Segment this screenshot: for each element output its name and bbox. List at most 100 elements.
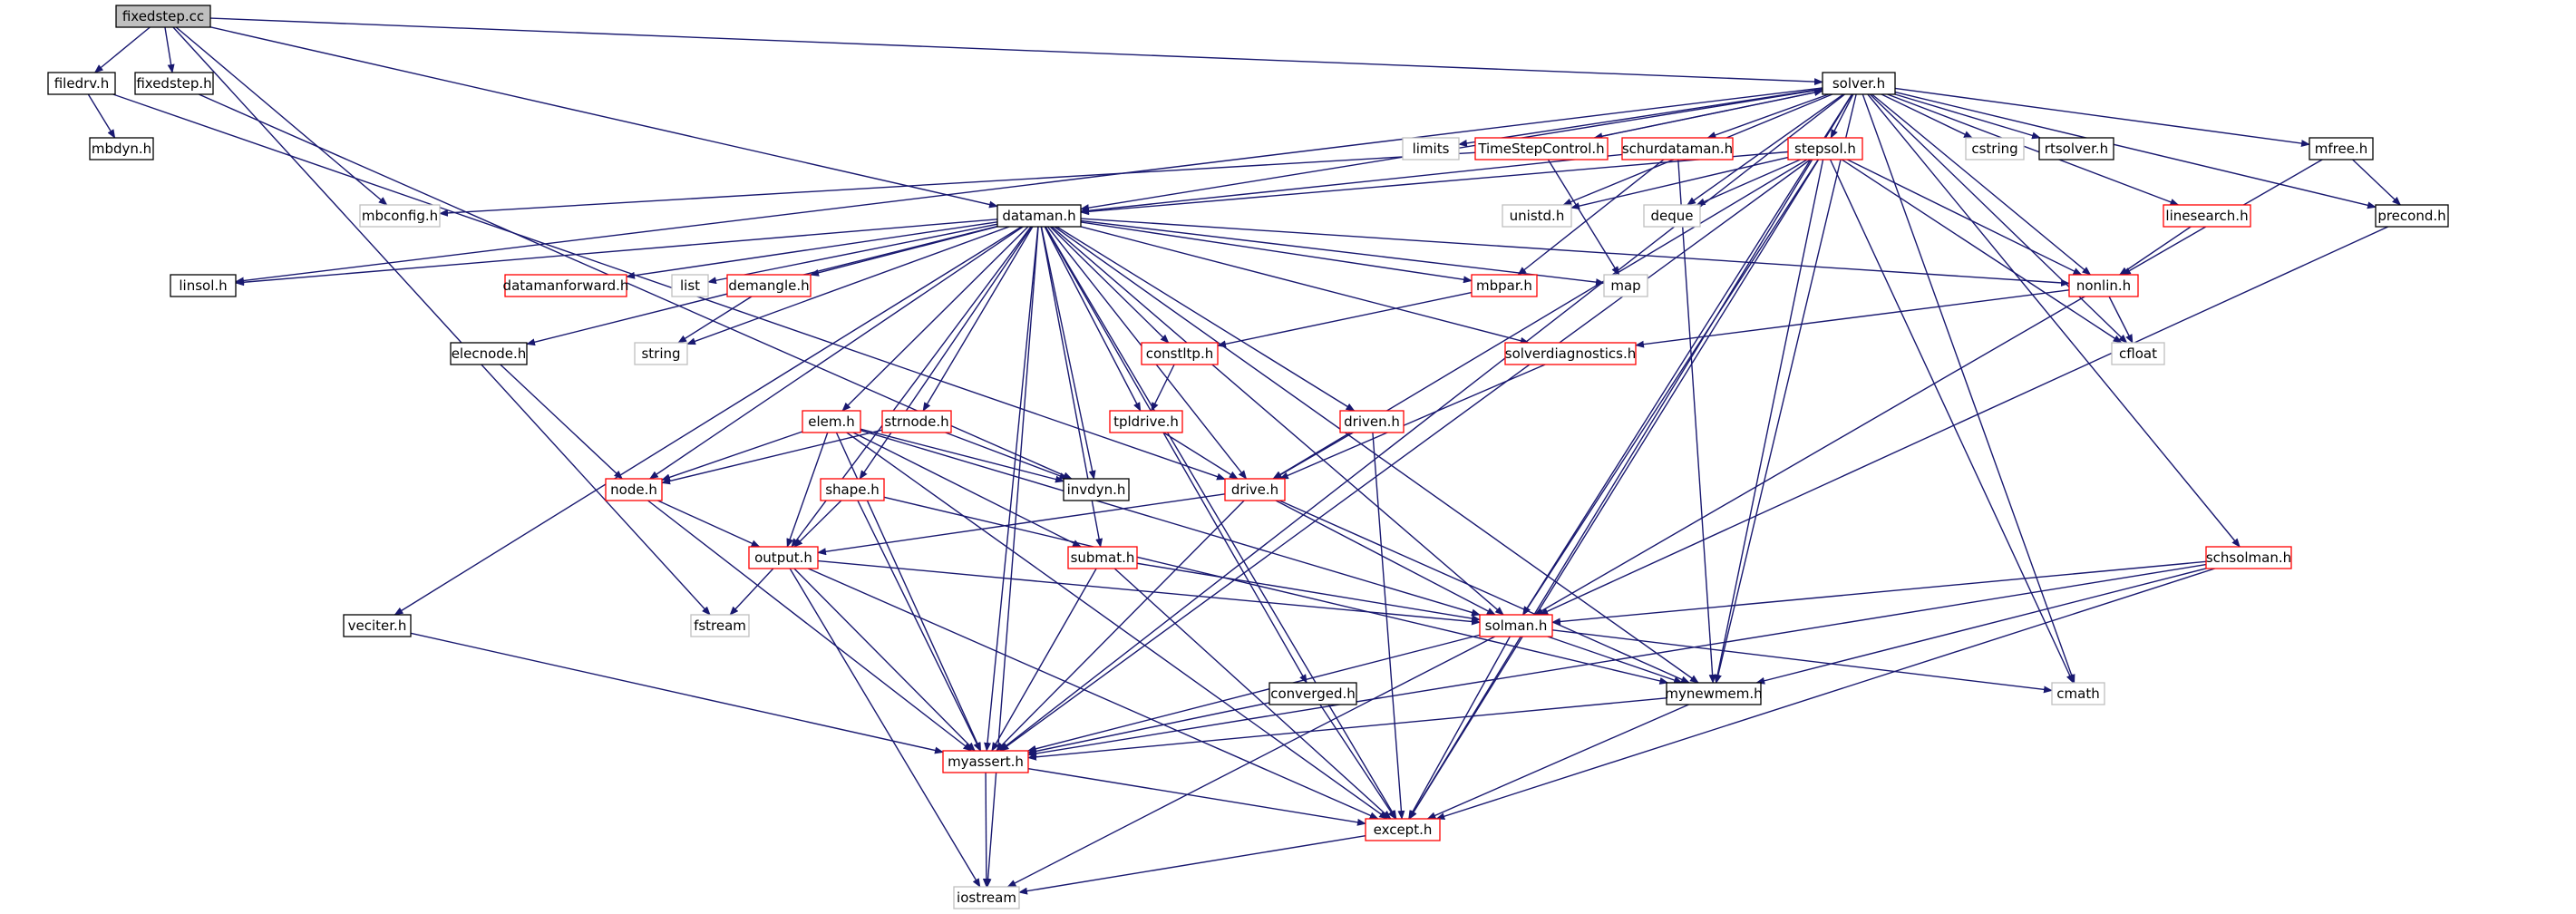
node-linsol-h[interactable]: linsol.h bbox=[170, 274, 237, 297]
node-iostream[interactable]: iostream bbox=[953, 886, 1020, 909]
node-unistd-h[interactable]: unistd.h bbox=[1502, 204, 1572, 228]
node-box bbox=[634, 342, 688, 365]
node-label: map bbox=[1610, 277, 1640, 294]
node-string[interactable]: string bbox=[634, 342, 688, 365]
node-label: deque bbox=[1650, 208, 1693, 224]
node-label: schsolman.h bbox=[2206, 549, 2291, 566]
node-output-h[interactable]: output.h bbox=[748, 546, 819, 569]
node-elecnode-h[interactable]: elecnode.h bbox=[450, 342, 528, 365]
node-solverdiagnostics-h[interactable]: solverdiagnostics.h bbox=[1504, 342, 1637, 365]
node-precond-h[interactable]: precond.h bbox=[2375, 204, 2449, 228]
edge-solver_h-to-schurdataman_h bbox=[1706, 93, 1829, 139]
node-nonlin-h[interactable]: nonlin.h bbox=[2068, 274, 2139, 297]
node-label: tpldrive.h bbox=[1113, 413, 1179, 430]
node-list[interactable]: list bbox=[671, 274, 709, 297]
edge-fixedstep_cc-to-filedrv_h bbox=[93, 26, 151, 73]
node-box bbox=[47, 72, 116, 95]
node-fixedstep-cc[interactable]: fixedstep.cc bbox=[115, 5, 211, 28]
node-stepsol-h[interactable]: stepsol.h bbox=[1787, 137, 1863, 160]
node-linesearch-h[interactable]: linesearch.h bbox=[2163, 204, 2251, 228]
node-cmath[interactable]: cmath bbox=[2051, 682, 2105, 705]
node-myassert-h[interactable]: myassert.h bbox=[942, 750, 1029, 773]
node-mbpar-h[interactable]: mbpar.h bbox=[1471, 274, 1538, 297]
node-elem-h[interactable]: elem.h bbox=[802, 410, 861, 433]
node-solver-h[interactable]: solver.h bbox=[1822, 72, 1896, 95]
node-label: drive.h bbox=[1231, 481, 1278, 498]
node-strnode-h[interactable]: strnode.h bbox=[881, 410, 952, 433]
edge-mynewmem_h-to-except_h bbox=[1426, 704, 1689, 820]
node-mynewmem-h[interactable]: mynewmem.h bbox=[1665, 682, 1763, 705]
edge-solver_h-to-mynewmem_h bbox=[1715, 93, 1857, 684]
edge-dataman_h-to-veciter_h bbox=[394, 226, 1022, 616]
node-mbdyn-h[interactable]: mbdyn.h bbox=[89, 137, 154, 160]
node-label: fstream bbox=[694, 617, 746, 634]
node-submat-h[interactable]: submat.h bbox=[1067, 546, 1138, 569]
node-label: cstring bbox=[1971, 141, 2017, 157]
node-drive-h[interactable]: drive.h bbox=[1224, 478, 1286, 501]
edge-stepsol_h-to-nonlin_h bbox=[1847, 159, 2083, 276]
edge-driven_h-to-except_h bbox=[1372, 432, 1405, 820]
node-label: linsol.h bbox=[179, 277, 227, 294]
edge-converged_h-to-myassert_h bbox=[1027, 702, 1270, 755]
node-rtsolver-h[interactable]: rtsolver.h bbox=[2038, 137, 2114, 160]
node-label: invdyn.h bbox=[1067, 481, 1126, 498]
edge-solver_h-to-rtsolver_h bbox=[1894, 93, 2041, 140]
edge-dataman_h-to-list bbox=[707, 223, 998, 285]
edge-myassert_h-to-except_h bbox=[1027, 767, 1366, 826]
edge-dataman_h-to-except_h bbox=[1045, 226, 1397, 820]
node-shape-h[interactable]: shape.h bbox=[820, 478, 885, 501]
node-demangle-h[interactable]: demangle.h bbox=[726, 274, 812, 297]
node-map[interactable]: map bbox=[1603, 274, 1648, 297]
node-veciter-h[interactable]: veciter.h bbox=[343, 614, 412, 637]
node-dataman-h[interactable]: dataman.h bbox=[996, 204, 1082, 228]
node-label: constltp.h bbox=[1146, 345, 1213, 362]
node-label: mbdyn.h bbox=[92, 141, 151, 157]
edge-schsolman_h-to-except_h bbox=[1435, 568, 2215, 821]
node-driven-h[interactable]: driven.h bbox=[1339, 410, 1405, 433]
node-box bbox=[1063, 478, 1130, 501]
edge-shape_h-to-mynewmem_h bbox=[883, 496, 1669, 685]
node-label: iostream bbox=[957, 890, 1016, 906]
node-label: filedrv.h bbox=[54, 75, 110, 92]
edge-solver_h-to-cstring bbox=[1881, 93, 1973, 139]
node-tpldrive-h[interactable]: tpldrive.h bbox=[1109, 410, 1183, 433]
edge-nonlin_h-to-solverdiagnostics_h bbox=[1635, 289, 2070, 348]
node-datamanforward-h[interactable]: datamanforward.h bbox=[503, 274, 629, 297]
node-mbconfig-h[interactable]: mbconfig.h bbox=[359, 204, 441, 228]
node-solman-h[interactable]: solman.h bbox=[1479, 614, 1553, 637]
node-cfloat[interactable]: cfloat bbox=[2111, 342, 2165, 365]
node-schsolman-h[interactable]: schsolman.h bbox=[2205, 546, 2292, 569]
node-label: nonlin.h bbox=[2076, 277, 2131, 294]
edge-strnode_h-to-invdyn_h bbox=[945, 432, 1069, 480]
edge-stepsol_h-to-cfloat bbox=[1841, 159, 2123, 344]
node-box bbox=[1643, 204, 1701, 228]
edge-driven_h-to-drive_h bbox=[1272, 432, 1354, 480]
node-converged-h[interactable]: converged.h bbox=[1269, 682, 1357, 705]
node-cstring[interactable]: cstring bbox=[1965, 137, 2025, 160]
node-limits[interactable]: limits bbox=[1402, 137, 1460, 160]
node-mfree-h[interactable]: mfree.h bbox=[2309, 137, 2374, 160]
node-constltp-h[interactable]: constltp.h bbox=[1141, 342, 1219, 365]
edge-demangle_h-to-string bbox=[677, 296, 753, 344]
node-invdyn-h[interactable]: invdyn.h bbox=[1063, 478, 1130, 501]
edge-drive_h-to-mynewmem_h bbox=[1278, 500, 1690, 684]
edge-dataman_h-to-datamanforward_h bbox=[626, 221, 998, 279]
edge-dataman_h-to-solverdiagnostics_h bbox=[1080, 226, 1530, 345]
node-deque[interactable]: deque bbox=[1643, 204, 1701, 228]
node-schurdataman-h[interactable]: schurdataman.h bbox=[1621, 137, 1734, 160]
node-fstream[interactable]: fstream bbox=[690, 614, 750, 637]
node-label: schurdataman.h bbox=[1622, 141, 1733, 157]
node-filedrv-h[interactable]: filedrv.h bbox=[47, 72, 116, 95]
edge-strnode_h-to-node_h bbox=[661, 429, 883, 485]
edge-dataman_h-to-constltp_h bbox=[1049, 226, 1170, 344]
edge-output_h-to-iostream bbox=[789, 568, 981, 888]
node-label: demangle.h bbox=[728, 277, 809, 294]
node-except-h[interactable]: except.h bbox=[1365, 818, 1441, 841]
node-box bbox=[1666, 682, 1762, 705]
node-box bbox=[134, 72, 214, 95]
node-timestepcontrol-h[interactable]: TimeStepControl.h bbox=[1474, 137, 1609, 160]
node-fixedstep-h[interactable]: fixedstep.h bbox=[134, 72, 214, 95]
edge-dataman_h-to-mbpar_h bbox=[1080, 221, 1473, 284]
node-box bbox=[748, 546, 819, 569]
node-node-h[interactable]: node.h bbox=[605, 478, 663, 501]
